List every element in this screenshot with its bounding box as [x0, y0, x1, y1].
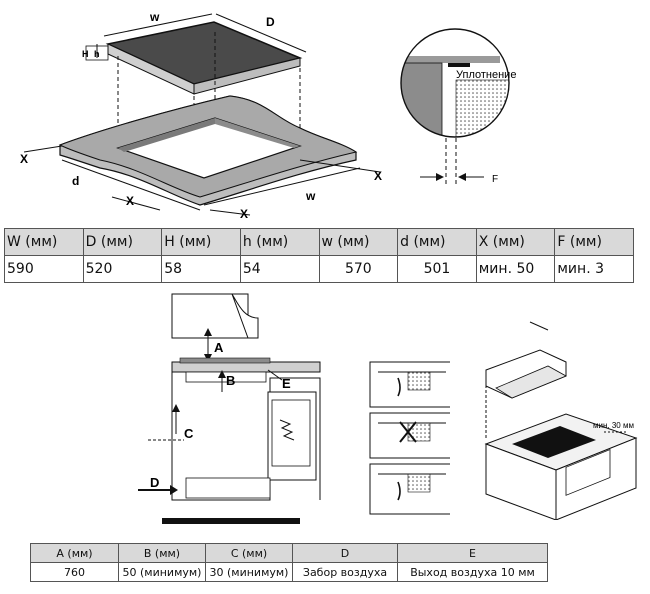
header-H: H (мм) — [161, 228, 241, 256]
value-w: 570 — [318, 255, 399, 283]
vent-value-E: Выход воздуха 10 мм — [397, 562, 548, 582]
airflow-panel-wrong — [369, 412, 450, 459]
counter-block — [401, 62, 443, 137]
seal-strip — [448, 63, 470, 67]
vent-value-D: Забор воздуха — [292, 562, 398, 582]
label-h: h — [94, 49, 100, 59]
vent-header-C: C (мм) — [205, 543, 293, 563]
header-W: W (мм) — [4, 228, 84, 256]
cooktop-side — [193, 57, 301, 95]
dimensions-header-row: W (мм) D (мм) H (мм) h (мм) w (мм) d (мм… — [4, 228, 634, 256]
value-H: 58 — [161, 255, 241, 283]
dimensions-value-row: 590 520 58 54 570 501 мин. 50 мин. 3 — [4, 255, 634, 283]
cutout-diagram: w D H h X d X X w X — [20, 10, 382, 221]
label-X-left: X — [20, 152, 28, 166]
label-X-right: X — [374, 169, 382, 183]
installation-diagram: A B C D E — [138, 293, 321, 524]
value-F: мин. 3 — [554, 255, 634, 283]
insulation — [455, 79, 509, 137]
label-D-air: D — [150, 475, 159, 490]
cooktop-top — [105, 21, 303, 85]
vent-value-B: 50 (минимум) — [118, 562, 206, 582]
min-30-label: мин. 30 мм — [593, 421, 634, 430]
label-E: E — [282, 376, 291, 391]
label-C: C — [184, 426, 194, 441]
vent-value-C: 30 (минимум) — [205, 562, 293, 582]
cooktop-edge — [401, 56, 500, 63]
label-B: B — [226, 373, 235, 388]
label-X-front: X — [240, 207, 248, 221]
label-w-bottom: w — [305, 189, 316, 203]
ventilation-header-row: A (мм) B (мм) C (мм) D E — [30, 543, 548, 563]
label-F: F — [492, 174, 498, 185]
ventilation-table: A (мм) B (мм) C (мм) D E 760 50 (минимум… — [30, 543, 548, 582]
label-w-top: w — [149, 10, 160, 24]
seal-detail: Уплотнение F — [400, 28, 516, 186]
airflow-panels — [369, 361, 450, 515]
ventilation-value-row: 760 50 (минимум) 30 (минимум) Забор возд… — [30, 562, 548, 582]
header-X: X (мм) — [475, 228, 556, 256]
label-d: d — [72, 174, 79, 188]
kitchen-illustration: мин. 30 мм — [484, 321, 638, 520]
label-D: D — [266, 15, 275, 29]
upper-cabinet — [171, 293, 249, 339]
value-h: 54 — [239, 255, 320, 283]
value-d: 501 — [397, 255, 477, 283]
vent-value-A: 760 — [30, 562, 119, 582]
header-w: w (мм) — [318, 228, 399, 256]
seal-label: Уплотнение — [456, 69, 516, 81]
header-D: D (мм) — [82, 228, 163, 256]
header-F: F (мм) — [554, 228, 634, 256]
vent-header-B: B (мм) — [118, 543, 206, 563]
value-D: 520 — [82, 255, 163, 283]
counter-top — [171, 361, 321, 373]
label-H: H — [82, 49, 89, 59]
label-A: A — [214, 340, 224, 355]
vent-header-A: A (мм) — [30, 543, 119, 563]
vent-header-D: D — [292, 543, 398, 563]
value-W: 590 — [4, 255, 84, 283]
dimensions-table: W (мм) D (мм) H (мм) h (мм) w (мм) d (мм… — [4, 228, 634, 283]
header-h: h (мм) — [239, 228, 320, 256]
value-X: мин. 50 — [475, 255, 556, 283]
vent-header-E: E — [397, 543, 548, 563]
kitchen-cooktop — [512, 426, 596, 458]
label-X-bottom: X — [126, 194, 134, 208]
plinth — [162, 518, 300, 524]
header-d: d (мм) — [397, 228, 477, 256]
